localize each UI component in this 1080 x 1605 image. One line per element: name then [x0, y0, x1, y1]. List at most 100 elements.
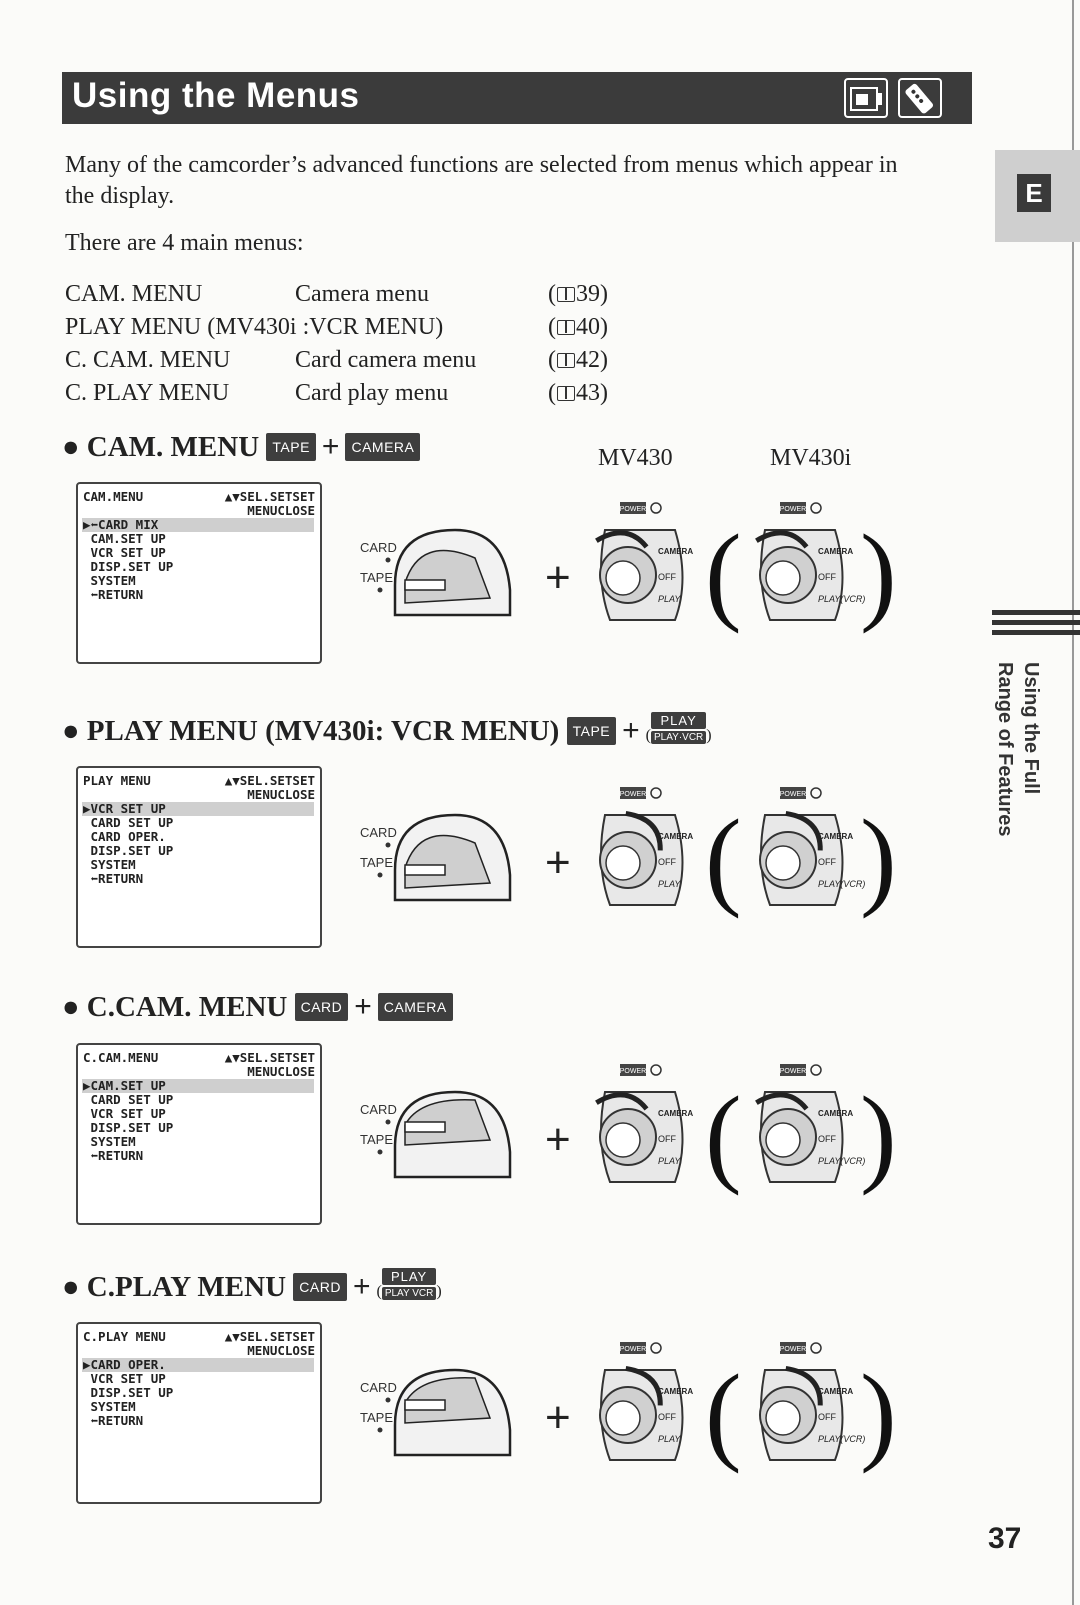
page-title: Using the Menus: [72, 76, 360, 115]
svg-text:PLAY(VCR): PLAY(VCR): [818, 594, 865, 604]
svg-text:OFF: OFF: [818, 1412, 836, 1422]
language-tab: E: [995, 150, 1080, 242]
bullet-icon: ●: [62, 715, 80, 747]
selection-highlight: [82, 518, 314, 532]
book-icon: [557, 287, 575, 302]
svg-text:CAMERA: CAMERA: [818, 832, 853, 841]
menu-name: C. PLAY MENU: [65, 380, 230, 406]
switch-diagram-svg: CARD TAPE + POWER CAMERA OFF PLAY (: [360, 787, 897, 919]
page-number: 37: [988, 1522, 1022, 1555]
model-label-mv430: MV430: [598, 445, 673, 471]
power-dial: POWER CAMERA OFF PLAY: [595, 502, 693, 621]
svg-text:PLAY: PLAY: [658, 594, 681, 604]
camera-badge: CAMERA: [345, 433, 421, 461]
power-dial: POWER CAMERA OFF PLAY(VCR): [755, 502, 865, 621]
section-heading-play-menu: ● PLAY MENU (MV430i: VCR MENU) TAPE+(PLA…: [62, 712, 712, 747]
chapter-label-line1: Using the Full: [1020, 662, 1042, 795]
svg-text:CAMERA: CAMERA: [658, 547, 693, 556]
svg-text:PLAY: PLAY: [658, 879, 681, 889]
power-dial: POWER CAMERA OFF PLAY(VCR): [759, 787, 865, 906]
svg-text:CAMERA: CAMERA: [818, 1387, 853, 1396]
switch-diagram: CARD TAPE + POWER CAMERA OFF PLAY (: [360, 1330, 910, 1490]
language-letter: E: [1017, 174, 1051, 212]
plus-sign: +: [545, 1115, 571, 1164]
menu-desc: Card camera menu: [295, 347, 477, 373]
svg-text:POWER: POWER: [780, 506, 806, 513]
menu-name: C. CAM. MENU: [65, 347, 231, 373]
open-paren: (: [705, 512, 742, 634]
card-label: CARD: [360, 1102, 397, 1117]
open-paren: (: [705, 797, 742, 919]
menu-desc: Card play menu: [295, 380, 449, 406]
intro-paragraph: Many of the camcorder’s advanced functio…: [65, 152, 898, 209]
svg-text:OFF: OFF: [818, 1134, 836, 1144]
open-paren: (: [705, 1074, 742, 1196]
section-heading-cam-menu: ● CAM. MENU TAPE+CAMERA: [62, 430, 421, 464]
remote-control-icon: [898, 78, 942, 118]
card-label: CARD: [360, 1380, 397, 1395]
close-paren: ): [860, 797, 897, 919]
selection-highlight: [82, 802, 314, 816]
svg-text:CAMERA: CAMERA: [658, 1109, 693, 1118]
svg-text:OFF: OFF: [658, 857, 676, 867]
svg-text:POWER: POWER: [620, 1068, 646, 1075]
tape-label: TAPE: [360, 570, 393, 585]
power-dial: POWER CAMERA OFF PLAY: [595, 1064, 693, 1183]
svg-text:OFF: OFF: [658, 572, 676, 582]
switch-diagram: CARD TAPE + POWER CAMERA OFF PLAY (: [360, 490, 910, 650]
card-badge: CARD: [293, 1273, 347, 1301]
card-badge: CARD: [294, 993, 349, 1021]
close-paren: ): [860, 1074, 897, 1196]
svg-text:OFF: OFF: [658, 1134, 676, 1144]
svg-text:POWER: POWER: [780, 1068, 806, 1075]
svg-text:POWER: POWER: [620, 791, 646, 798]
menu-name: CAM. MENU: [65, 281, 203, 307]
svg-text:PLAY(VCR): PLAY(VCR): [818, 879, 865, 889]
model-label-mv430i: MV430i: [770, 445, 852, 471]
tape-label: TAPE: [360, 1132, 393, 1147]
camera-badge: CAMERA: [377, 993, 453, 1021]
close-paren: ): [860, 512, 897, 634]
open-paren: (: [705, 1352, 742, 1474]
side-bars: [992, 610, 1080, 640]
close-paren: ): [860, 1352, 897, 1474]
power-dial: POWER CAMERA OFF PLAY: [599, 1342, 693, 1461]
power-dial: POWER CAMERA OFF PLAY(VCR): [755, 1064, 865, 1183]
bullet-icon: ●: [62, 1271, 80, 1303]
chapter-label: Using the Full Range of Features: [992, 662, 1044, 836]
switch-diagram-svg: CARD TAPE + POWER CAMERA OFF PLAY (: [360, 1064, 897, 1196]
screen-items: ▶VCR SET UP CARD SET UP CARD OPER. DISP.…: [83, 801, 174, 886]
page-edge-line: [1072, 0, 1074, 1605]
tape-badge: TAPE: [266, 433, 316, 461]
book-icon: [557, 386, 575, 401]
power-dial: POWER CAMERA OFF PLAY(VCR): [759, 1342, 865, 1461]
screen-items: ▶CAM.SET UP CARD SET UP VCR SET UP DISP.…: [83, 1078, 174, 1163]
plus-sign: +: [545, 1393, 571, 1442]
svg-text:OFF: OFF: [818, 572, 836, 582]
selection-highlight: [82, 1079, 314, 1093]
camcorder-icon: [844, 78, 888, 118]
tape-label: TAPE: [360, 855, 393, 870]
screen-items: ▶CARD OPER. VCR SET UP DISP.SET UP SYSTE…: [83, 1357, 174, 1428]
page-ref: (43): [548, 380, 608, 406]
plus-sign: +: [545, 553, 571, 602]
page-ref: (40): [548, 314, 608, 340]
switch-diagram: CARD TAPE + POWER CAMERA OFF PLAY (: [360, 775, 910, 935]
screen-title: CAM.MENU: [83, 489, 144, 504]
tape-label: TAPE: [360, 1410, 393, 1425]
svg-text:PLAY(VCR): PLAY(VCR): [818, 1156, 865, 1166]
screen-title: PLAY MENU: [83, 773, 151, 788]
screen-items: ▶⬅CARD MIX CAM.SET UP VCR SET UP DISP.SE…: [83, 517, 174, 602]
plus-sign: +: [545, 838, 571, 887]
